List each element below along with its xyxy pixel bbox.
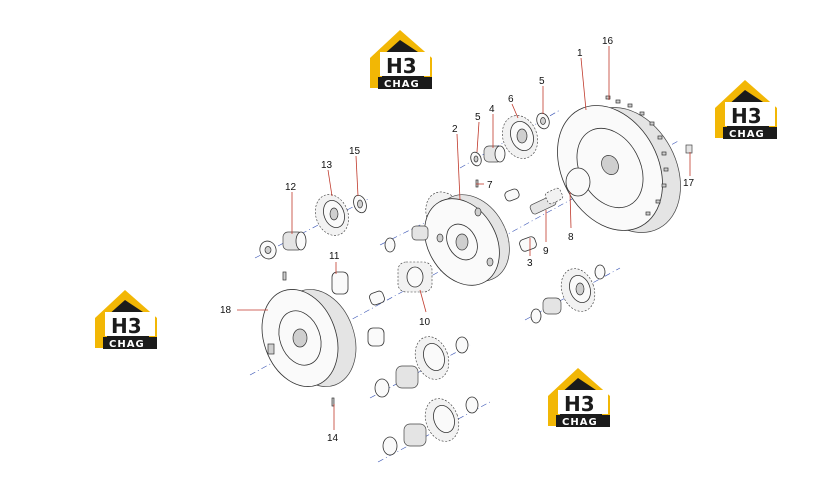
part-bearing-12	[282, 231, 307, 251]
part-gear-stack-a	[374, 336, 469, 398]
part-pin-7	[475, 179, 479, 188]
callout-12: 12	[285, 182, 297, 193]
part-washers-middle	[384, 225, 429, 253]
part-bearing-4	[483, 145, 506, 163]
logo-letters: H3	[111, 314, 142, 338]
callout-13: 13	[321, 160, 333, 171]
part-washer-5b	[536, 112, 550, 130]
part-washer-left	[259, 240, 277, 260]
part-gear-13	[315, 194, 349, 236]
housing-bolt-holes	[605, 95, 669, 216]
part-carrier-2	[424, 191, 510, 286]
part-washer-15	[353, 194, 367, 214]
callout-9: 9	[543, 246, 549, 257]
logo-caption: CHAG	[109, 339, 145, 350]
part-gear-stack-b	[382, 396, 479, 456]
part-ring-18	[261, 289, 357, 407]
callout-4: 4	[489, 104, 495, 115]
callout-18: 18	[220, 305, 232, 316]
callout-5b: 5	[539, 76, 545, 87]
callout-8: 8	[568, 232, 574, 243]
logo-top-center: H3 CHAG	[370, 30, 432, 90]
part-pins-3	[504, 188, 537, 252]
logo-letters: H3	[731, 104, 762, 128]
callout-leaders	[237, 46, 691, 430]
part-gear-6	[502, 115, 538, 159]
callout-labels: 1 16 2 3 4 5 5 6 7 8 9 10 11 12 13 14 15…	[220, 36, 695, 444]
callout-7: 7	[487, 180, 493, 191]
logo-top-right: H3 CHAG	[715, 80, 777, 140]
part-pins-11	[282, 271, 385, 347]
logo-letters: H3	[564, 392, 595, 416]
callout-2: 2	[452, 124, 458, 135]
part-washer-5a	[470, 151, 482, 167]
logo-caption: CHAG	[384, 79, 420, 90]
part-housing-1	[557, 95, 681, 233]
logo-letters: H3	[386, 54, 417, 78]
logo-caption: CHAG	[729, 129, 765, 140]
callout-16: 16	[602, 36, 614, 47]
logo-middle-left: H3 CHAG	[95, 290, 157, 350]
callout-11: 11	[329, 251, 340, 262]
part-gear-lower-right	[530, 264, 606, 324]
callout-5a: 5	[475, 112, 481, 123]
callout-10: 10	[419, 317, 431, 328]
callout-14: 14	[327, 433, 339, 444]
callout-6: 6	[508, 94, 514, 105]
logo-caption: CHAG	[562, 417, 598, 428]
part-bearing-10	[397, 261, 433, 293]
callout-15: 15	[349, 146, 361, 157]
callout-3: 3	[527, 258, 533, 269]
logo-bottom-center: H3 CHAG	[548, 368, 610, 428]
part-bolt-17	[685, 144, 693, 154]
part-shaft-9	[529, 187, 564, 215]
callout-1: 1	[577, 48, 583, 59]
callout-17: 17	[683, 178, 695, 189]
